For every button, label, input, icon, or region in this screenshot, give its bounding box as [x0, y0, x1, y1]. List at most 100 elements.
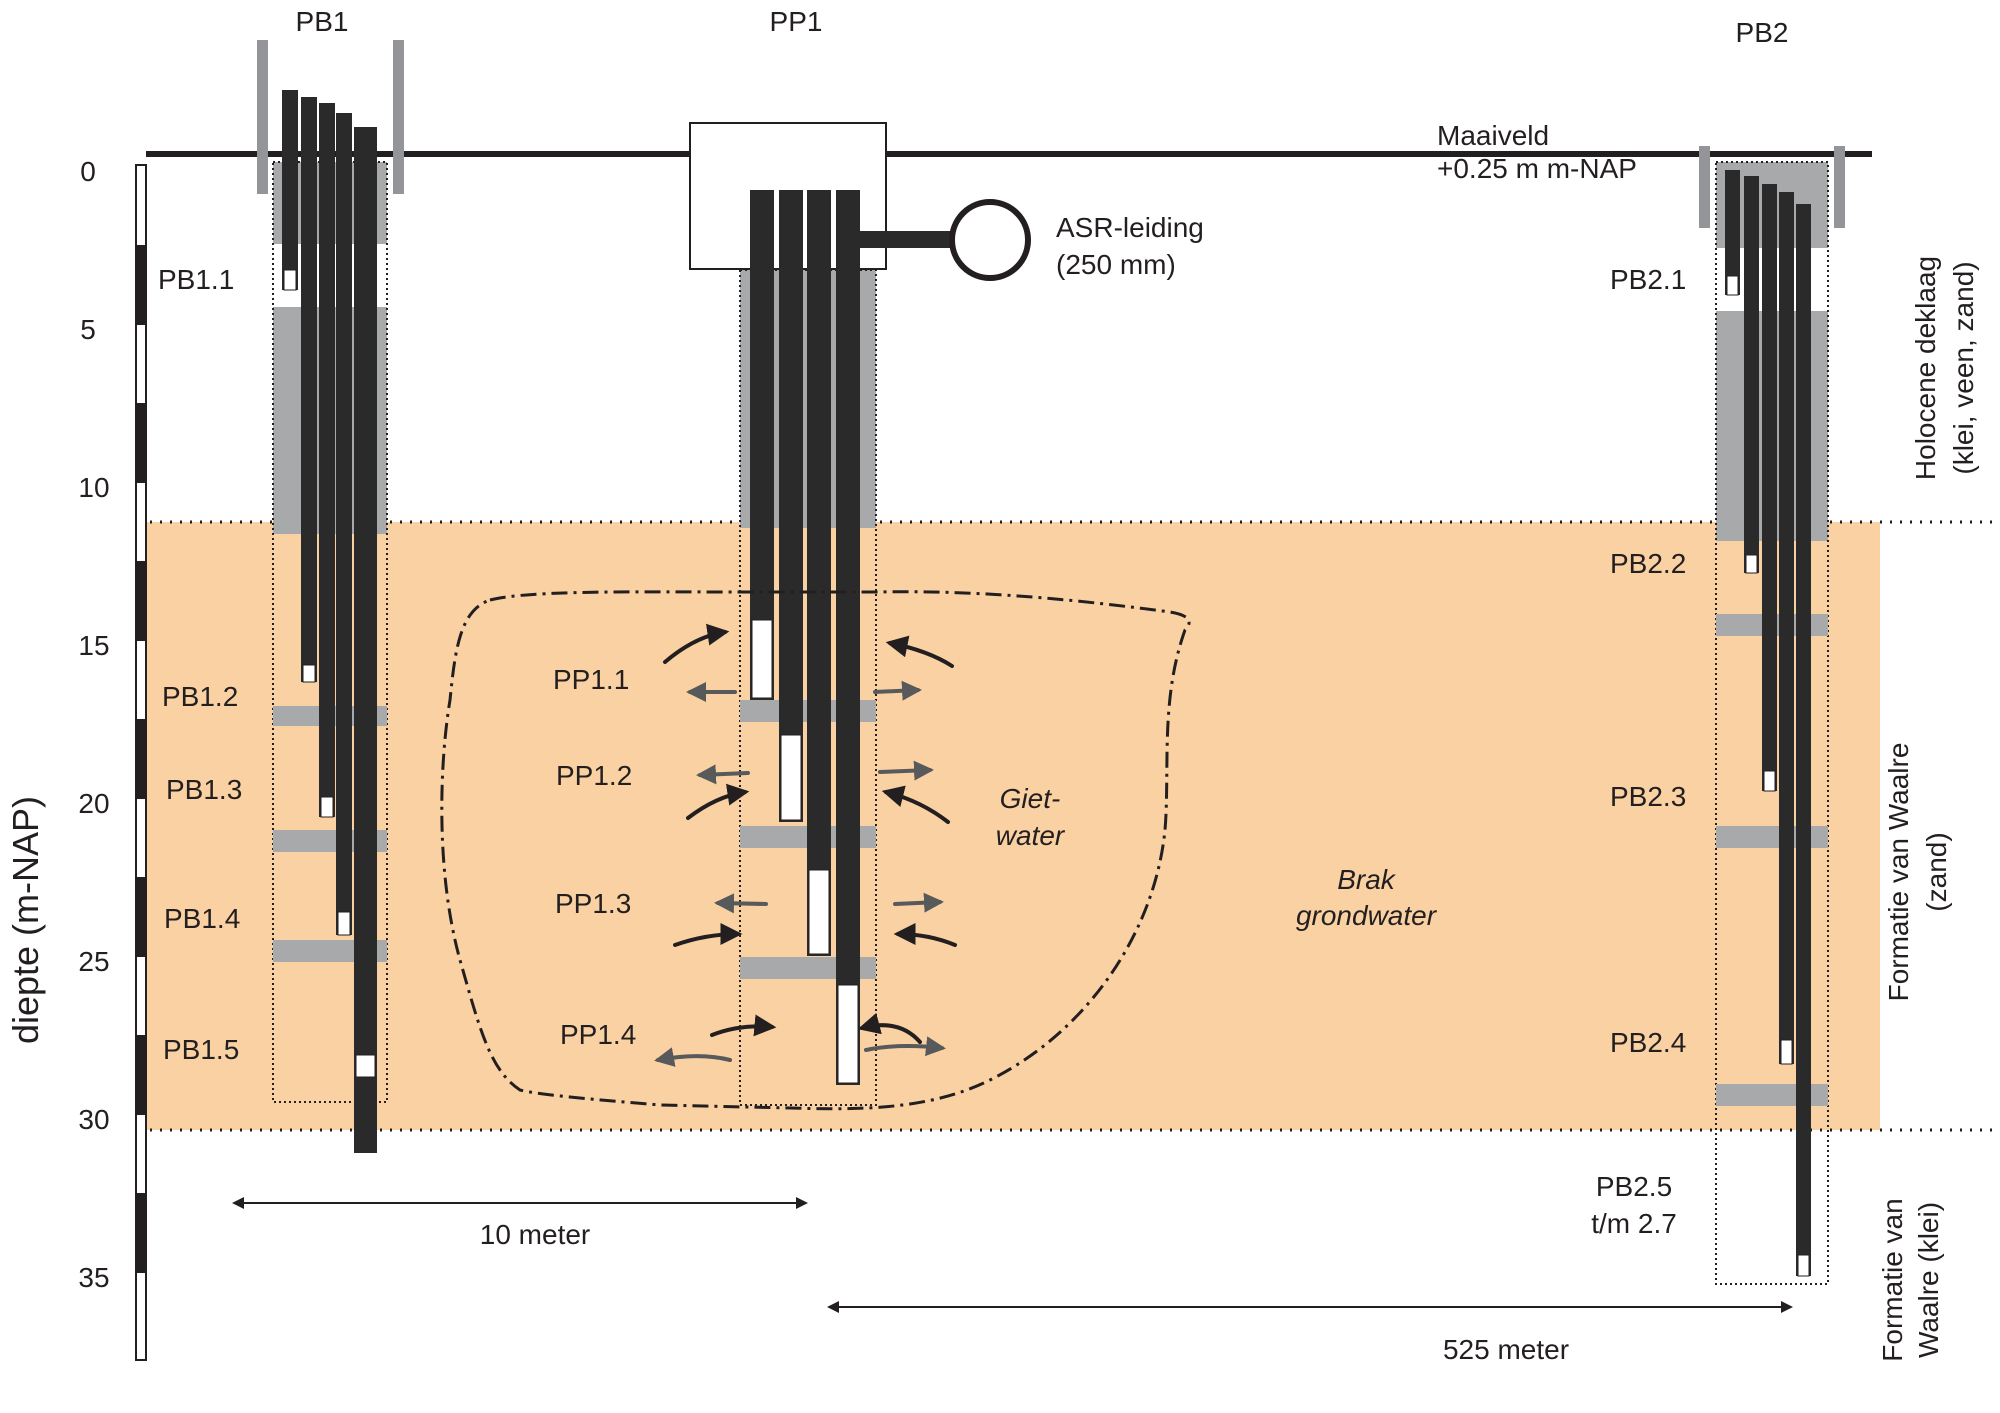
holocene-label-line2: (klei, veen, zand)	[1948, 261, 1979, 474]
pb2-deep-label-line2: t/m 2.7	[1591, 1208, 1677, 1239]
pb1-tube-4	[336, 113, 352, 935]
pb1-screen-4	[337, 911, 351, 936]
pb2-tube-1	[1725, 170, 1740, 295]
pp1-screen-2	[780, 734, 802, 821]
arrow-in-pp1-3-right	[893, 923, 957, 947]
pp1-tube-2	[779, 190, 803, 822]
pb1-screen-label-1: PB1.1	[158, 264, 234, 295]
arrow-out-pp1-2-right	[878, 760, 934, 781]
distance-10m-label: 10 meter	[480, 1219, 591, 1250]
flow-arrows	[654, 623, 957, 1067]
pp1-screen-label-2: PP1.2	[556, 760, 632, 791]
pp1-screen-3	[808, 869, 830, 955]
surface-label-line1: Maaiveld	[1437, 120, 1549, 151]
waalre-klei-label-line2: Waalre (klei)	[1913, 1202, 1944, 1358]
pb2-title: PB2	[1736, 17, 1789, 48]
pp1-screen-label-1: PP1.1	[553, 664, 629, 695]
depth-tick-25: 25	[78, 946, 109, 977]
pb2-screen-label-4: PB2.4	[1610, 1027, 1686, 1058]
distance-525m-label: 525 meter	[1443, 1334, 1569, 1365]
pb2-screen-label-3: PB2.3	[1610, 781, 1686, 812]
depth-axis-label: diepte (m-NAP)	[5, 796, 46, 1044]
pp1-tube-3	[807, 190, 831, 956]
pb2-tube-4	[1779, 192, 1794, 1064]
depth-tick-15: 15	[78, 630, 109, 661]
pb1-tube-3	[319, 103, 335, 817]
aquifer-sand-zone	[140, 522, 1880, 1130]
arrow-in-pp1-1-right	[885, 635, 954, 668]
pb2-deep-label-line1: PB2.5	[1596, 1171, 1672, 1202]
pb2-borehole-outline	[1715, 161, 1829, 1285]
pp1-screen-label-4: PP1.4	[560, 1019, 636, 1050]
arrow-out-pp1-4-right	[864, 1036, 946, 1057]
pp1-screen-1	[751, 619, 773, 699]
well-pp1	[689, 122, 887, 1106]
arrow-out-pp1-2-left	[696, 764, 750, 785]
arrow-out-pp1-4-left	[654, 1047, 732, 1067]
depth-tick-5: 5	[80, 314, 96, 345]
pp1-screen-label-3: PP1.3	[555, 888, 631, 919]
depth-tick-20: 20	[78, 788, 109, 819]
gietwater-label-line2: water	[996, 820, 1066, 851]
injected-water-body-outline	[440, 590, 1191, 1111]
pp1-title: PP1	[770, 6, 823, 37]
pb2-screen-label-2: PB2.2	[1610, 548, 1686, 579]
pb1-protection-post-left	[257, 40, 268, 194]
pb2-screen-5	[1797, 1254, 1810, 1277]
depth-tick-30: 30	[78, 1104, 109, 1135]
brak-grondwater-label-line1: Brak	[1337, 864, 1397, 895]
arrow-in-pp1-2-left	[686, 783, 750, 820]
brak-grondwater-label-line2: grondwater	[1296, 900, 1438, 931]
pp1-tube-4	[836, 190, 860, 1085]
pb1-tube-1	[282, 90, 298, 290]
pp1-tube-1	[750, 190, 774, 700]
waalre-zand-label-line1: Formatie van Waalre	[1883, 743, 1914, 1002]
depth-scale-bar	[135, 164, 147, 1361]
asr-pipeline-symbol	[949, 199, 1031, 281]
pb1-screen-label-4: PB1.4	[164, 903, 240, 934]
surface-label-line2: +0.25 m m-NAP	[1437, 153, 1637, 184]
pb2-screen-2	[1745, 554, 1758, 574]
pb2-screen-4	[1780, 1039, 1793, 1065]
arrow-in-pp1-1-left	[663, 623, 730, 664]
pb2-protection-post-right	[1834, 146, 1845, 228]
pb1-screen-label-3: PB1.3	[166, 774, 242, 805]
pb2-tube-3	[1762, 184, 1777, 791]
arrow-in-pp1-4-left	[710, 1014, 777, 1037]
arrow-out-pp1-1-right	[873, 680, 922, 701]
pb2-bentonite-seal-3	[1716, 826, 1828, 848]
asr-label-line2: (250 mm)	[1056, 249, 1176, 280]
arrow-in-pp1-3-left	[673, 923, 743, 947]
asr-label-line1: ASR-leiding	[1056, 212, 1204, 243]
pb1-tube-5	[354, 127, 377, 1153]
gietwater-label-line1: Giet-	[1000, 783, 1061, 814]
asr-connection-pipe	[858, 231, 958, 248]
pb2-screen-3	[1763, 770, 1776, 792]
pp1-screen-4	[837, 984, 859, 1084]
depth-tick-0: 0	[80, 156, 96, 187]
pb2-screen-label-1: PB2.1	[1610, 264, 1686, 295]
pb1-screen-3	[320, 796, 334, 818]
pb1-title: PB1	[296, 6, 349, 37]
well-pb1	[257, 40, 404, 1153]
arrow-out-pp1-3-left	[714, 893, 768, 914]
pb1-screen-label-5: PB1.5	[163, 1034, 239, 1065]
pb1-screen-2	[302, 664, 316, 683]
depth-tick-10: 10	[78, 472, 109, 503]
waalre-zand-label-line2: (zand)	[1921, 832, 1952, 911]
pb2-tube-2	[1744, 176, 1759, 573]
waalre-klei-label-line1: Formatie van	[1877, 1198, 1908, 1361]
pb1-protection-post-right	[393, 40, 404, 194]
pb1-screen-1	[283, 269, 297, 291]
arrow-out-pp1-3-right	[893, 892, 944, 913]
pb2-bentonite-seal-4	[1716, 1084, 1828, 1106]
pb1-screen-label-2: PB1.2	[162, 681, 238, 712]
arrow-in-pp1-2-right	[881, 785, 950, 824]
pb2-screen-1	[1726, 275, 1739, 296]
pb2-tube-5	[1796, 204, 1811, 1276]
pb1-tube-2	[301, 97, 317, 682]
pb1-screen-5	[355, 1054, 376, 1078]
arrow-in-pp1-4-right	[857, 1012, 922, 1044]
pb2-protection-post-left	[1699, 146, 1710, 228]
